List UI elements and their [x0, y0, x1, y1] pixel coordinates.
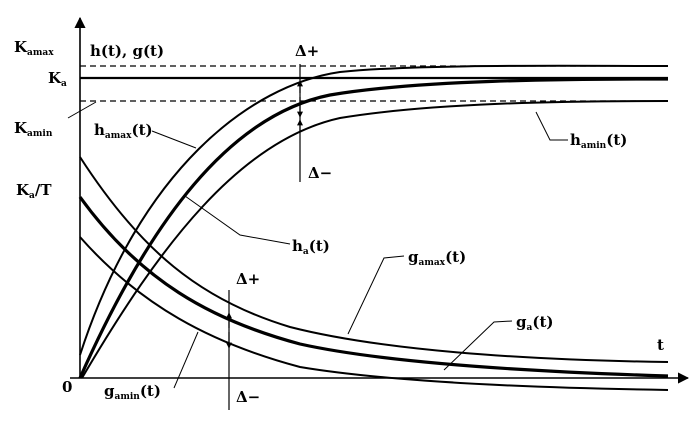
- g-amax-label: gamax(t): [408, 248, 466, 268]
- leader-k-amin: [67, 101, 97, 119]
- g-amax-curve: [79, 156, 669, 363]
- g-a-label: ga(t): [516, 313, 553, 333]
- delta-plus-bottom-label: Δ+: [236, 270, 260, 288]
- k-amin-label: Kamin: [14, 119, 53, 139]
- k-over-t-label: Ka/T: [16, 181, 52, 201]
- leader-h-amin: [535, 111, 568, 141]
- g-amin-curve: [79, 236, 669, 391]
- h-a-curve: [78, 77, 669, 379]
- leader-g-amax: [347, 255, 405, 335]
- h-amin-label: hamin(t): [570, 131, 627, 151]
- h-amax-label: hamax(t): [94, 121, 153, 141]
- y-axis-label: h(t), g(t): [90, 42, 164, 60]
- leader-h-a: [184, 195, 291, 245]
- origin-label: 0: [62, 378, 72, 396]
- g-a-curve: [78, 196, 669, 378]
- leader-g-a: [443, 320, 513, 371]
- delta-minus-top-label: Δ−: [308, 164, 332, 182]
- delta-minus-bottom-label: Δ−: [236, 388, 260, 406]
- k-a-label: Ka: [48, 69, 67, 89]
- delta-plus-top-label: Δ+: [295, 42, 319, 60]
- leader-h-amax: [151, 130, 197, 149]
- h-amin-curve: [81, 100, 669, 379]
- g-amin-label: gamin(t): [104, 382, 161, 402]
- h-amax-curve: [79, 64, 669, 356]
- h-a-label: ha(t): [292, 237, 330, 257]
- x-axis-label: t: [657, 336, 664, 354]
- leader-g-amin: [173, 331, 199, 389]
- k-amax-label: Kamax: [14, 38, 54, 58]
